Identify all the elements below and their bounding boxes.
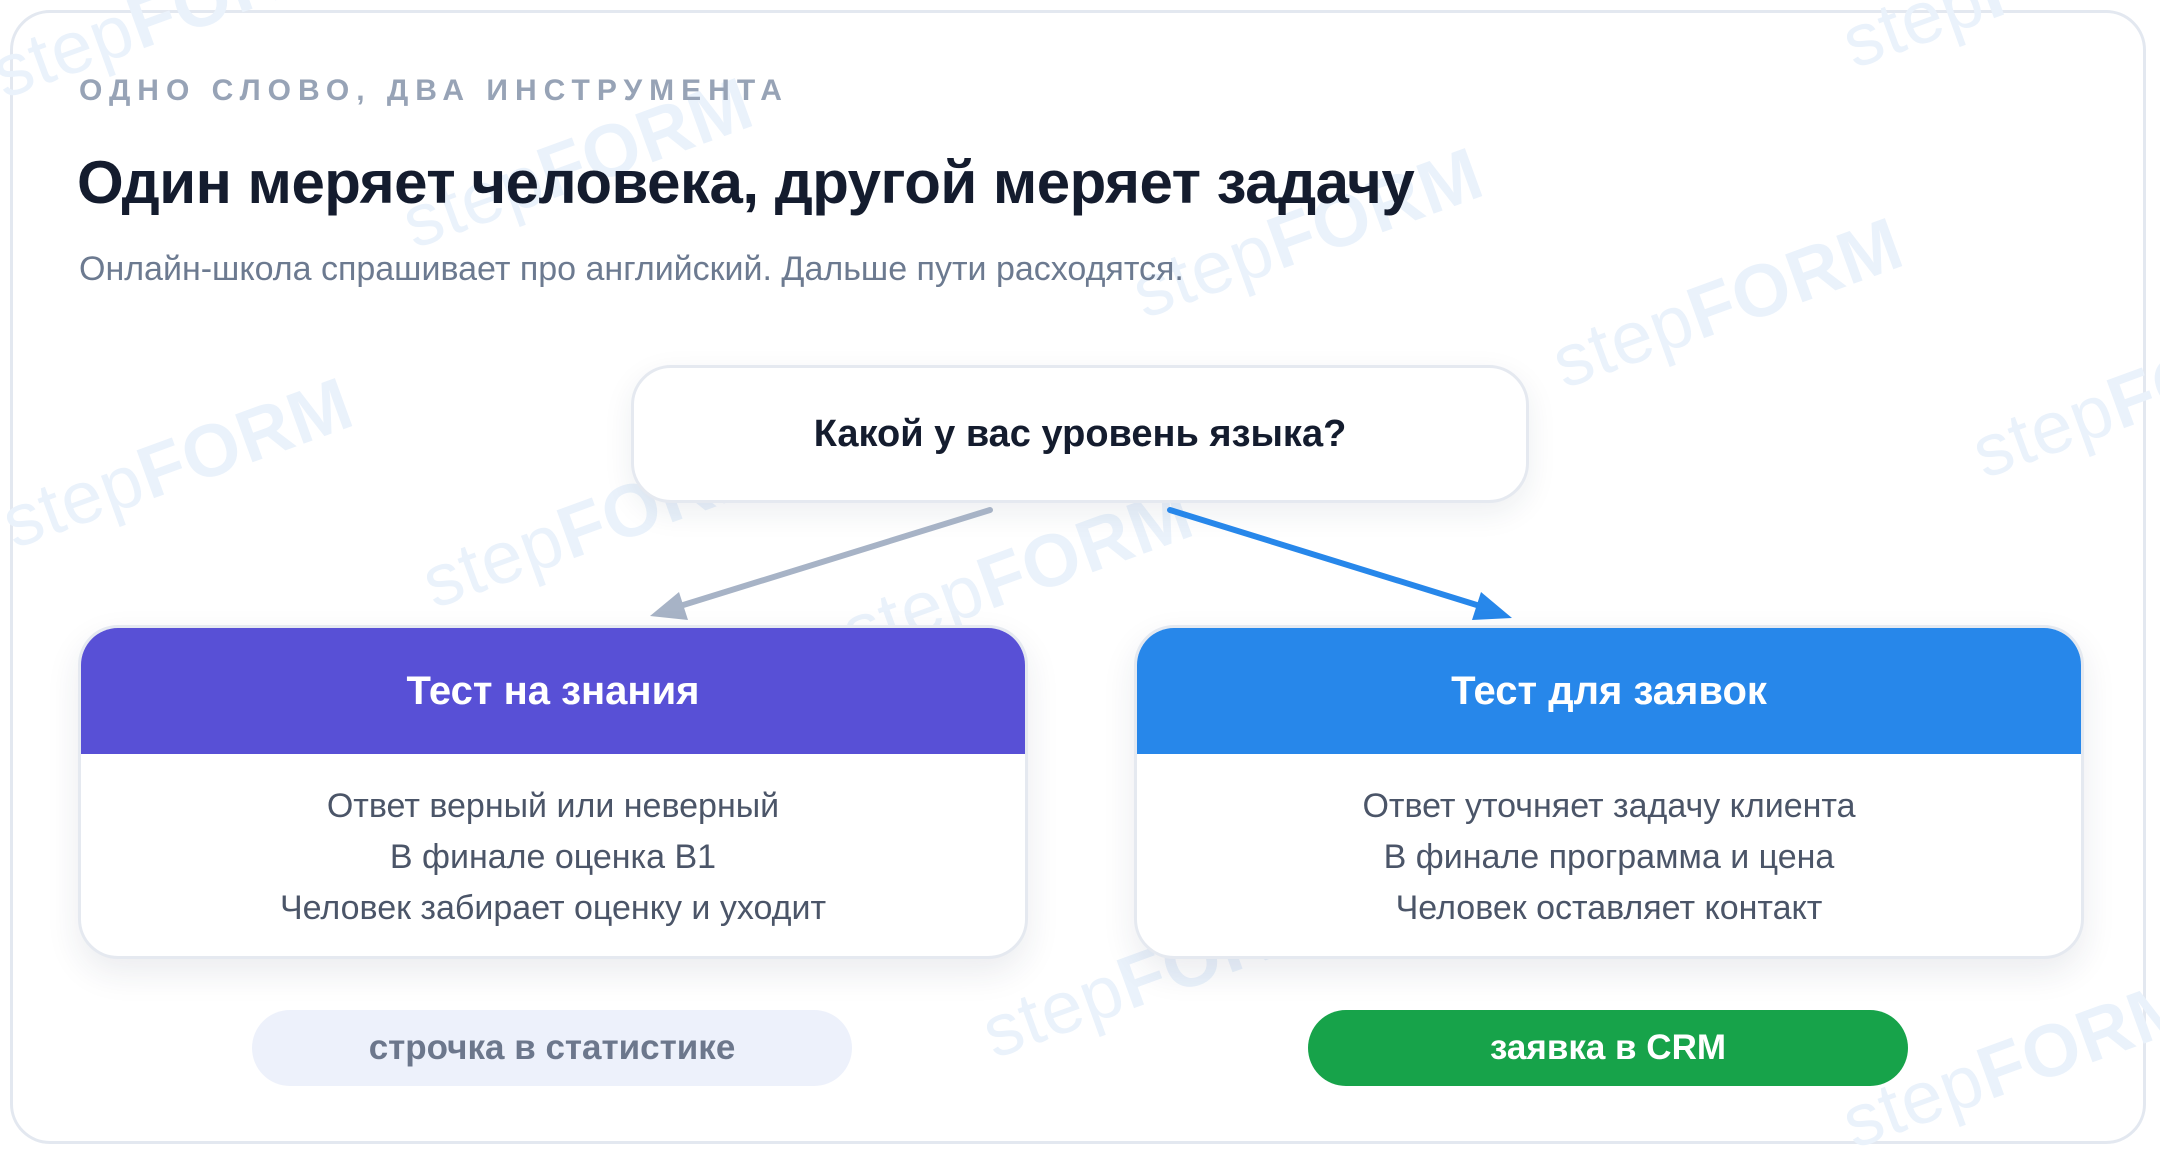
arrow-left xyxy=(650,507,993,620)
page-subtitle: Онлайн-школа спрашивает про английский. … xyxy=(79,250,1184,288)
card-knowledge-test: Тест на знания Ответ верный или неверный… xyxy=(78,625,1028,959)
card-title: Тест на знания xyxy=(81,628,1025,754)
card-line: В финале оценка B1 xyxy=(389,838,717,876)
outcome-statistics-badge: строчка в статистике xyxy=(252,1010,852,1086)
card-line: Ответ верный или неверный xyxy=(326,787,780,825)
card-lead-test: Тест для заявок Ответ уточняет задачу кл… xyxy=(1134,625,2084,959)
question-text: Какой у вас уровень языка? xyxy=(813,412,1347,455)
card-line: Человек забирает оценку и уходит xyxy=(279,889,827,927)
card-line: В финале программа и цена xyxy=(1383,838,1835,876)
card-body: Ответ уточняет задачу клиента В финале п… xyxy=(1137,754,2081,934)
card-body: Ответ верный или неверный В финале оценк… xyxy=(81,754,1025,934)
page-title: Один меряет человека, другой меряет зада… xyxy=(77,149,1415,216)
eyebrow-label: ОДНО СЛОВО, ДВА ИНСТРУМЕНТА xyxy=(79,74,789,107)
outcome-crm-badge: заявка в CRM xyxy=(1308,1010,1908,1086)
question-box: Какой у вас уровень языка? xyxy=(631,365,1529,503)
card-title: Тест для заявок xyxy=(1137,628,2081,754)
card-line: Ответ уточняет задачу клиента xyxy=(1362,787,1856,825)
arrow-right xyxy=(1167,507,1512,620)
card-line: Человек оставляет контакт xyxy=(1395,889,1823,927)
